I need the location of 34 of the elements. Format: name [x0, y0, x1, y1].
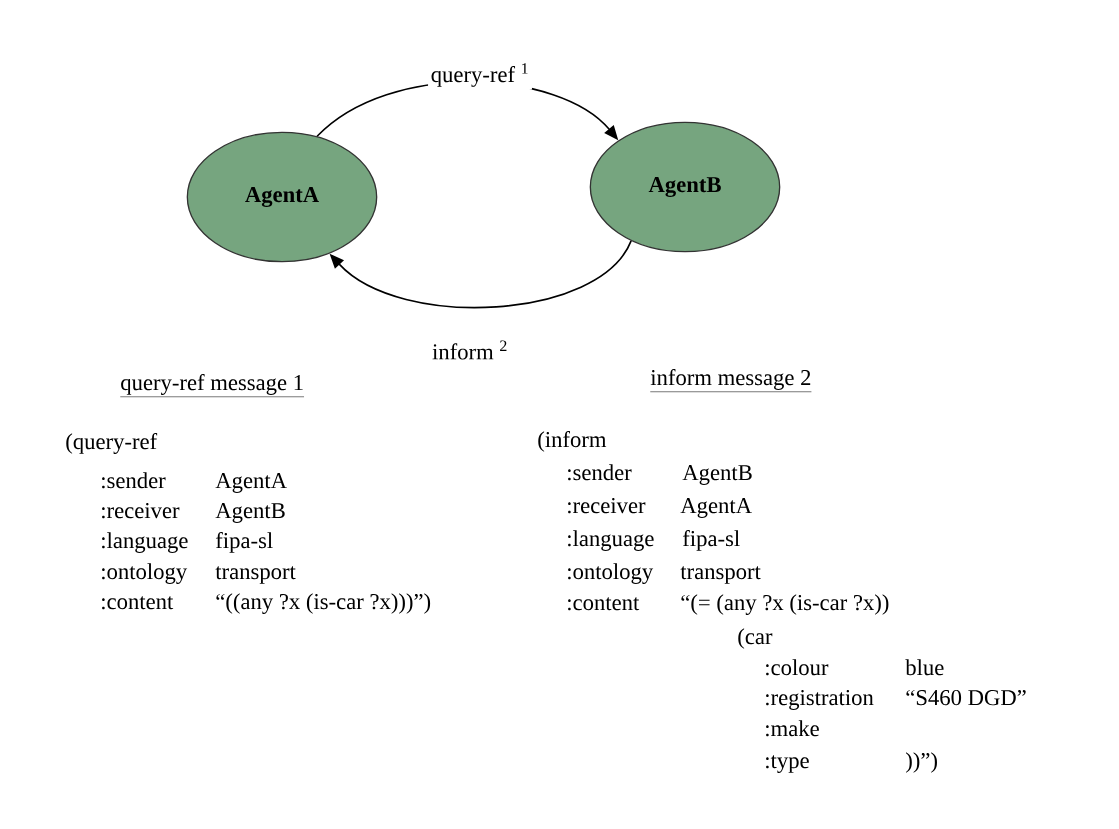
message-text: AgentB	[682, 465, 752, 485]
message-text: fipa-sl	[215, 532, 273, 553]
message-text: :ontology	[568, 563, 654, 584]
message-heading: inform message 2	[650, 369, 812, 393]
message-text: :receiver	[102, 503, 180, 519]
message-text: :language	[568, 530, 654, 551]
message-text: ))”)	[906, 752, 937, 773]
message-text: (query-ref	[66, 433, 158, 454]
message-text: “((any ?x (is-car ?x)))”)	[216, 593, 431, 614]
edge-label: query-ref $^{1}$	[428, 60, 532, 90]
message-text: :content	[568, 597, 640, 611]
message-text: AgentA	[215, 473, 287, 493]
message-text: transport	[215, 566, 296, 584]
message-text: :sender	[102, 472, 166, 489]
message-heading: query-ref message 1	[120, 374, 305, 398]
message-text: “(= (any ?x (is-car ?x))	[681, 594, 889, 615]
message-text: :registration	[766, 690, 874, 710]
message-text: :receiver	[568, 498, 646, 514]
message-text: :type	[766, 755, 809, 773]
message-text: fipa-sl	[682, 530, 740, 551]
edge-label: inform $^{2}$	[429, 337, 511, 363]
message-text: AgentB	[215, 503, 285, 523]
message-text: :language	[102, 532, 188, 553]
message-text: AgentA	[680, 498, 752, 518]
message-text: (inform	[538, 431, 607, 452]
message-text: :ontology	[102, 563, 188, 584]
message-text: transport	[680, 566, 761, 584]
message-text: :colour	[766, 659, 829, 676]
message-text: blue	[905, 659, 944, 676]
message-text: :make	[766, 720, 819, 737]
message-text: :sender	[568, 464, 632, 481]
message-text: (car	[738, 628, 773, 649]
message-text: “S460 DGD”	[906, 689, 1026, 706]
message-text: :content	[102, 596, 174, 610]
